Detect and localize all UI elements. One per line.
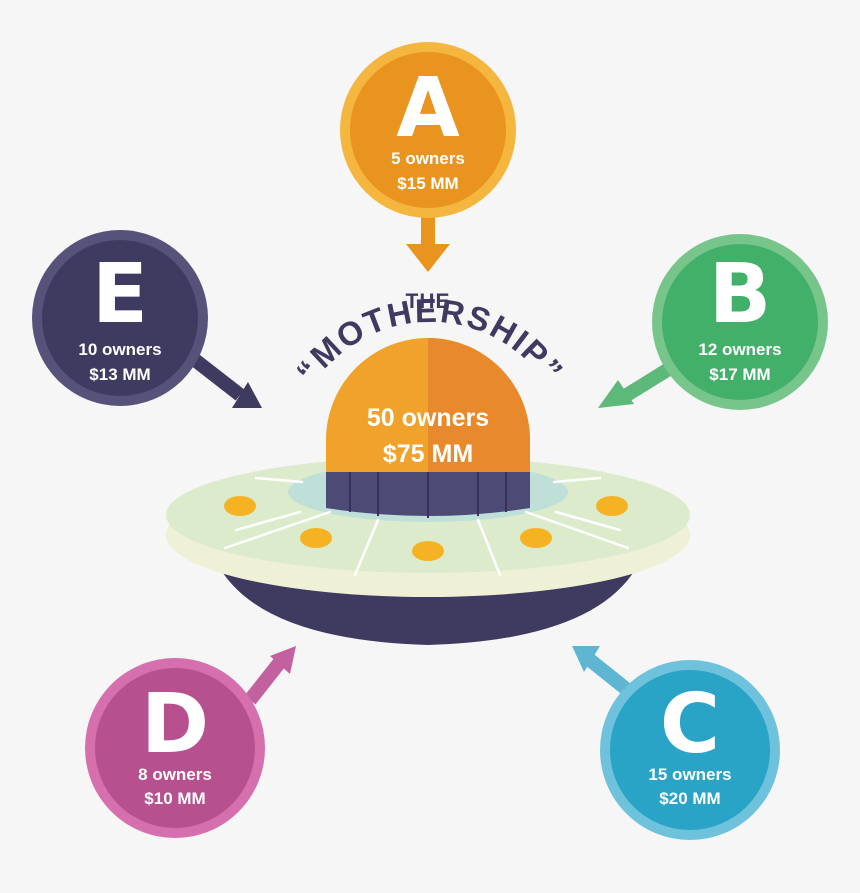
arrow-a: [406, 210, 450, 272]
saucer-panel-lines: [223, 476, 630, 577]
group-a-circle: [350, 52, 506, 208]
group-a-letter: A: [396, 61, 460, 156]
mothership-amount: $75 MM: [383, 440, 473, 468]
group-d-letter: D: [141, 677, 209, 772]
saucer-lights: [224, 496, 628, 561]
group-a-amount: $15 MM: [397, 174, 458, 193]
group-b-amount: $17 MM: [709, 365, 770, 384]
group-b-letter: B: [709, 247, 772, 342]
saucer-light: [520, 528, 552, 548]
group-b: B 12 owners $17 MM: [652, 234, 828, 410]
group-a: A 5 owners $15 MM: [340, 42, 516, 218]
group-d-circle: [95, 668, 255, 828]
group-e: E 10 owners $13 MM: [32, 230, 208, 406]
group-c-amount: $20 MM: [659, 789, 720, 808]
group-b-owners: 12 owners: [698, 340, 781, 359]
group-e-amount: $13 MM: [89, 365, 150, 384]
group-a-owners: 5 owners: [391, 149, 465, 168]
arrow-d: [244, 646, 296, 705]
saucer-light: [224, 496, 256, 516]
dome-shade: [428, 338, 530, 472]
group-d-owners: 8 owners: [138, 765, 212, 784]
arrow-e: [190, 354, 262, 408]
group-c-owners: 15 owners: [648, 765, 731, 784]
group-d: D 8 owners $10 MM: [85, 658, 265, 838]
group-e-circle: [42, 240, 198, 396]
saucer-light: [300, 528, 332, 548]
saucer-light: [412, 541, 444, 561]
saucer-light: [596, 496, 628, 516]
group-e-letter: E: [92, 247, 148, 342]
group-c-circle: [610, 670, 770, 830]
group-c-letter: C: [660, 677, 720, 772]
group-d-amount: $10 MM: [144, 789, 205, 808]
group-e-owners: 10 owners: [78, 340, 161, 359]
saucer: [166, 338, 690, 645]
group-b-circle: [662, 244, 818, 400]
mothership-the-label: THE: [406, 290, 451, 313]
cockpit-band-dividers: [349, 472, 507, 518]
mothership-owners: 50 owners: [367, 404, 489, 432]
group-c: C 15 owners $20 MM: [600, 660, 780, 840]
